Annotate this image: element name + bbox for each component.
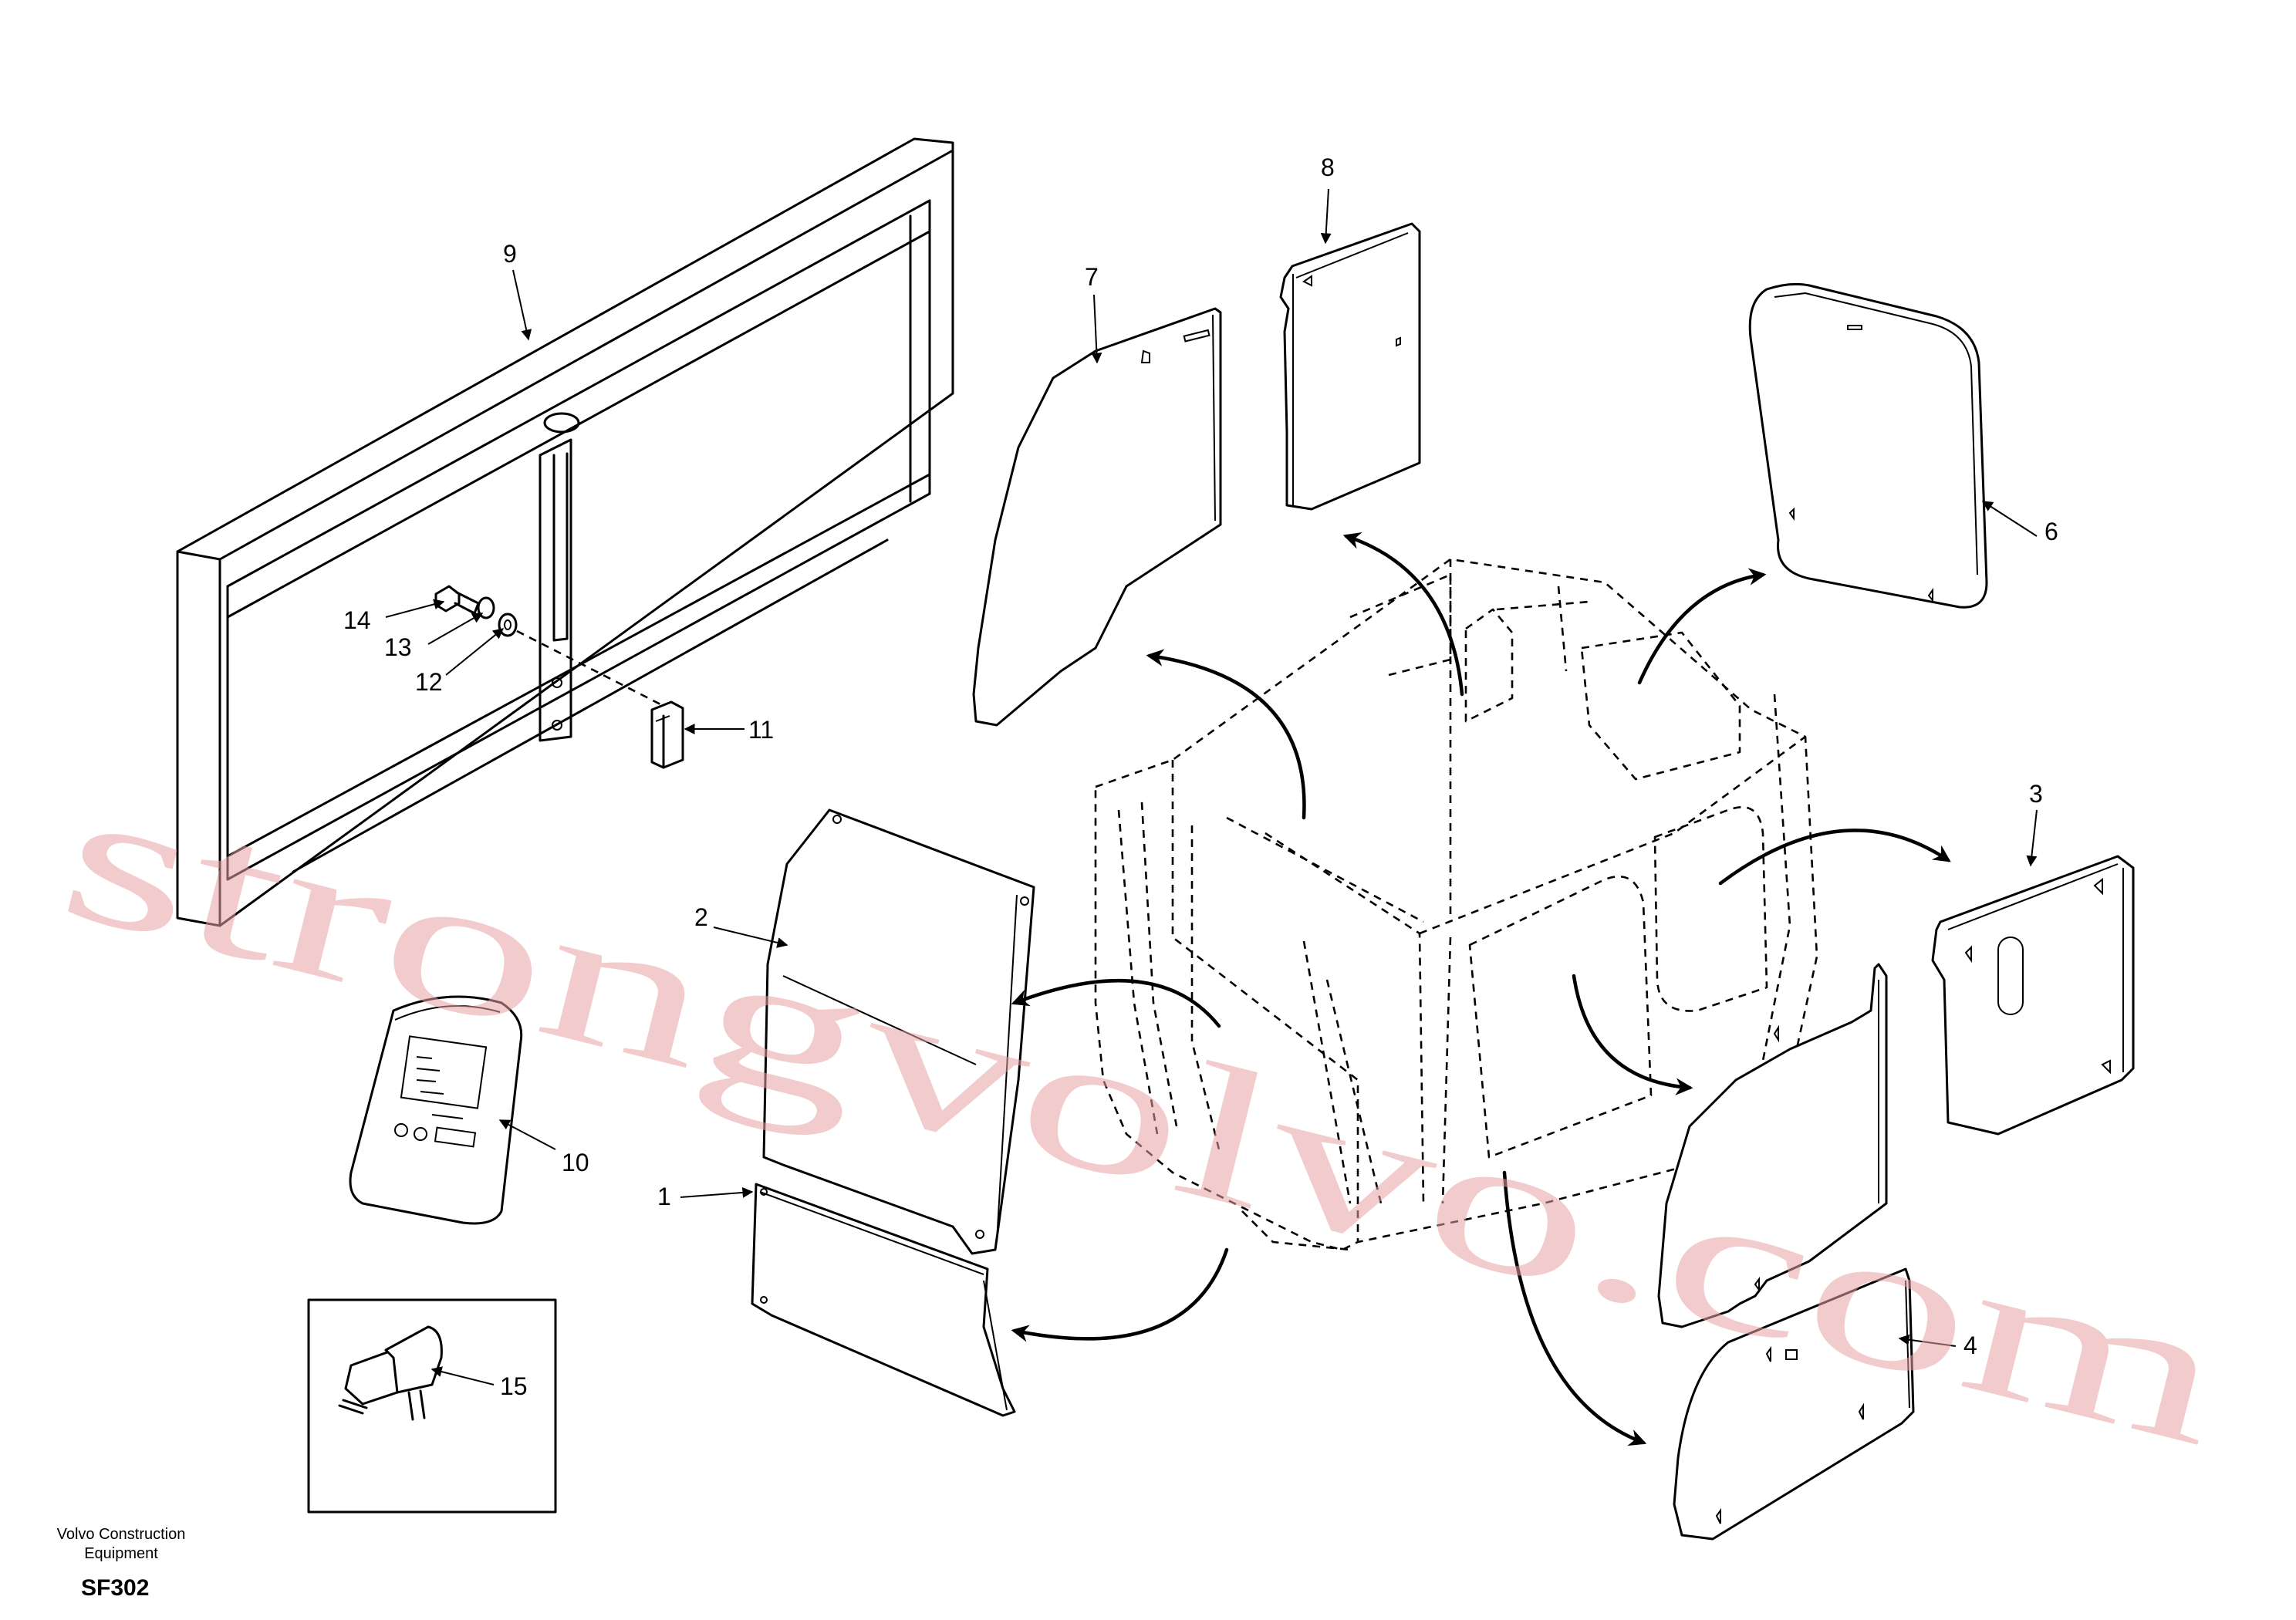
callout-15: 15 [500,1372,528,1400]
manufacturer-line-2: Equipment [84,1545,158,1562]
callout-1: 1 [657,1183,671,1210]
windscreen-part-2 [762,808,1035,1255]
glass-part-7 [972,307,1222,727]
nut-block-part-11 [650,700,684,769]
leader-lines [385,188,2038,1385]
cab-body-outline [1094,558,1818,1251]
callout-4: 4 [1963,1331,1977,1359]
lock-washer-part-13 [477,596,495,619]
callout-7: 7 [1085,263,1099,291]
callout-9: 9 [503,240,517,268]
glass-part-6 [1748,282,1988,609]
callout-labels: 9 8 7 6 3 4 2 1 10 15 11 12 13 14 [343,154,2058,1400]
footer: Volvo Construction Equipment SF302 [57,1526,186,1601]
callout-13: 13 [384,633,412,661]
callout-12: 12 [415,668,443,696]
lower-glass-part-1 [751,1183,1016,1417]
callout-2: 2 [694,903,708,931]
keys-box-part-15 [307,1298,557,1514]
callout-6: 6 [2044,518,2058,545]
window-frame-part-9 [176,137,954,927]
callout-3: 3 [2029,780,2043,808]
callout-10: 10 [562,1149,589,1176]
glass-part-8 [1279,222,1421,511]
callout-11: 11 [748,716,774,744]
callout-8: 8 [1321,154,1335,181]
glass-right-rear [1657,963,1888,1328]
manufacturer-line-1: Volvo Construction [57,1526,186,1543]
flat-washer-part-12 [498,613,518,637]
bolt-part-14 [434,585,480,615]
glass-part-3 [1931,855,2135,1136]
diagram-code: SF302 [81,1575,149,1601]
flow-arrows [1011,532,1951,1446]
callout-14: 14 [343,606,371,634]
decal-panel-part-10 [349,995,523,1225]
